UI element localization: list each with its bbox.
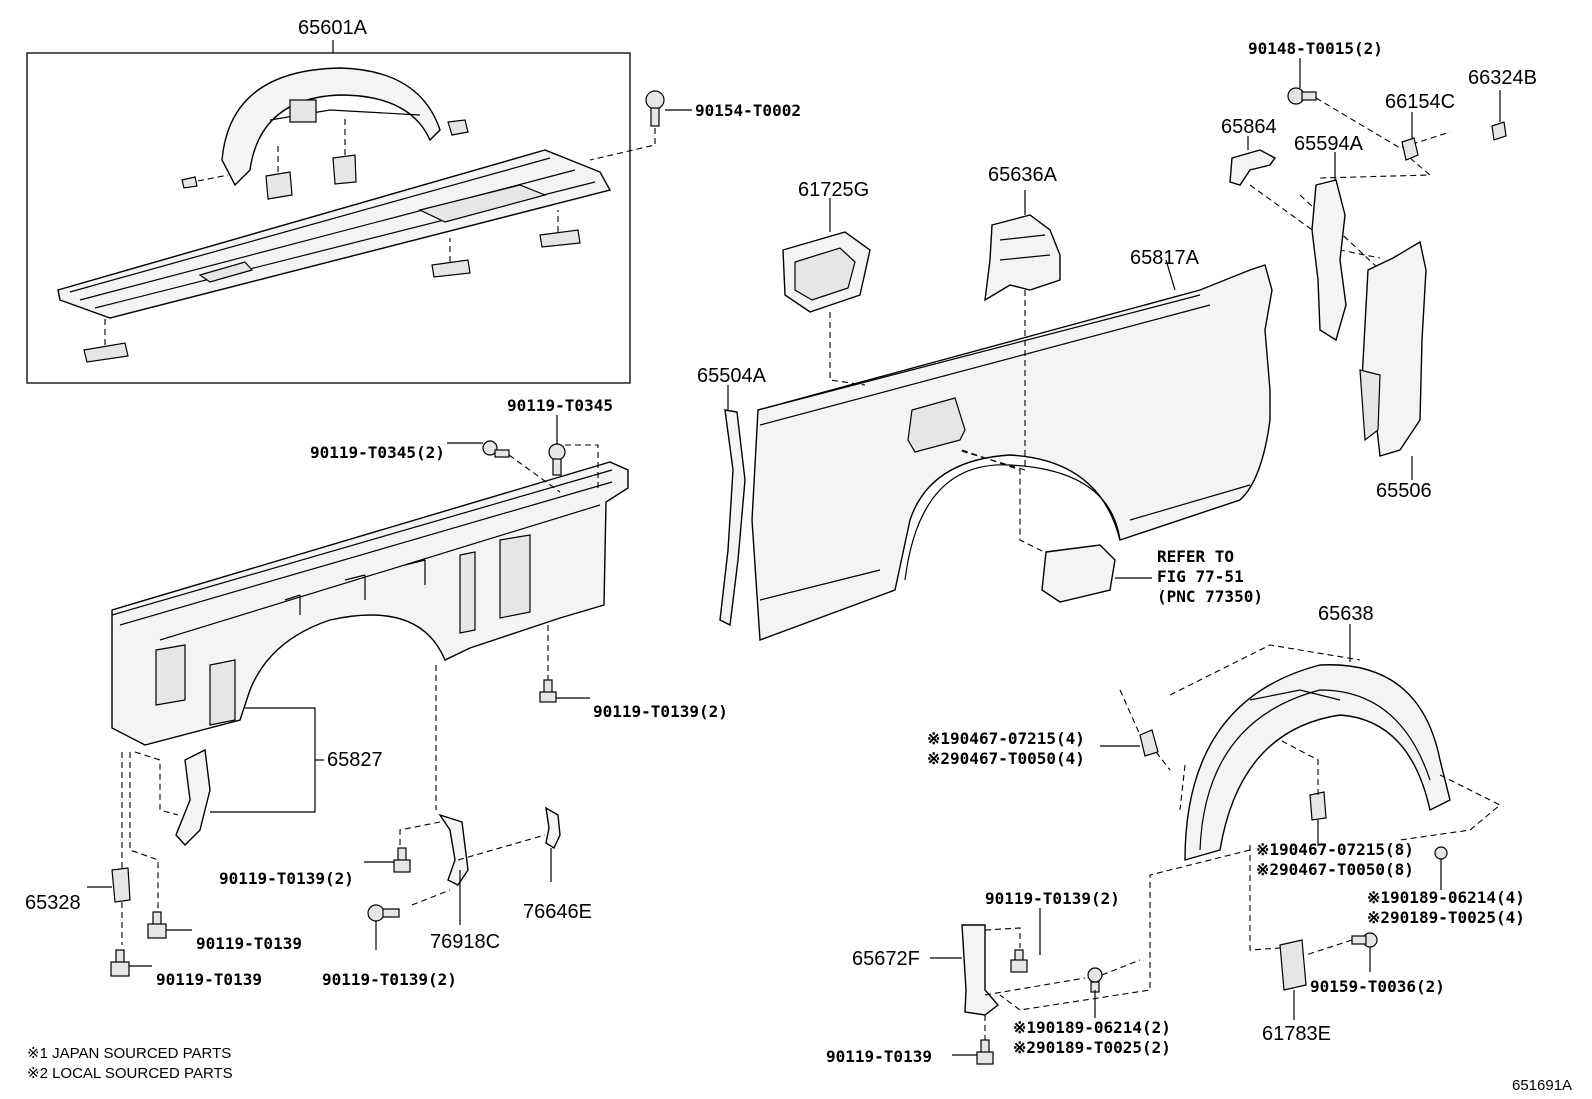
label-90189-06214-4: ※190189-06214(4)	[1367, 888, 1525, 907]
label-90119-T0139-2-c: 90119-T0139(2)	[322, 970, 457, 989]
clip-66154C	[1401, 137, 1419, 161]
label-90467-07215-4: ※190467-07215(4)	[927, 729, 1085, 748]
label-refer-line2: FIG 77-51	[1157, 567, 1244, 586]
bed-floor-panel	[57, 149, 612, 319]
bracket-65827	[175, 748, 211, 847]
assembly-box-65601A	[26, 52, 631, 384]
strip-65504A	[719, 409, 746, 627]
clip-90467-a	[1139, 729, 1159, 757]
bracket-61783E	[1279, 939, 1307, 991]
label-refer-line1: REFER TO	[1157, 547, 1234, 566]
label-refer-line3: (PNC 77350)	[1157, 587, 1263, 606]
label-65827: 65827	[327, 749, 383, 771]
note-local-sourced: ※2 LOCAL SOURCED PARTS	[27, 1065, 233, 1082]
label-90148-T0015-2: 90148-T0015(2)	[1248, 39, 1383, 58]
fuel-door-ring-61725G	[782, 231, 871, 313]
outer-side-panel-65817A	[751, 264, 1273, 641]
label-90119-T0139-c: 90119-T0139	[826, 1047, 932, 1066]
label-90189-06214-2: ※190189-06214(2)	[1013, 1018, 1171, 1037]
bolt-90154-T0002	[645, 90, 665, 127]
bracket-76918C	[438, 813, 469, 886]
label-65594A: 65594A	[1294, 133, 1364, 155]
clip-66324B	[1491, 121, 1507, 141]
bracket-65328	[111, 867, 131, 903]
screw-90148-T0015	[1287, 87, 1317, 105]
label-61783E: 61783E	[1262, 1023, 1331, 1045]
label-90119-T0139-a: 90119-T0139	[196, 934, 302, 953]
pillar-65506	[1359, 240, 1427, 457]
screw-90189-b	[1087, 967, 1103, 993]
bracket-65636A	[984, 214, 1061, 302]
screw-90159-T0036	[1351, 932, 1378, 948]
label-65504A: 65504A	[697, 365, 767, 387]
label-61725G: 61725G	[798, 179, 869, 201]
label-65638: 65638	[1318, 603, 1374, 625]
label-76918C: 76918C	[430, 931, 500, 953]
bracket-76646E	[545, 806, 561, 850]
clip-90467-b	[1309, 791, 1327, 821]
label-65817A: 65817A	[1130, 247, 1200, 269]
label-65601A: 65601A	[298, 17, 368, 39]
label-65328: 65328	[25, 892, 81, 914]
label-90159-T0036-2: 90159-T0036(2)	[1310, 977, 1445, 996]
label-90467-T0050-8: ※290467-T0050(8)	[1256, 860, 1414, 879]
bolt-90119-T0139-2-c	[393, 847, 411, 873]
note-japan-sourced: ※1 JAPAN SOURCED PARTS	[27, 1045, 231, 1062]
fuel-door-lid	[1041, 544, 1116, 603]
diagram-id: 651691A	[1512, 1077, 1572, 1094]
screw-90189-a	[1434, 846, 1448, 860]
label-90119-T0345: 90119-T0345	[507, 396, 613, 415]
bolt-90119-T0139-a	[147, 911, 167, 939]
label-65506: 65506	[1376, 480, 1432, 502]
wheel-house-inner	[221, 67, 469, 187]
bolt-90119-T0139-2-mid	[539, 679, 557, 703]
floor-clips	[83, 154, 581, 363]
bracket-65864	[1229, 149, 1277, 186]
label-90467-T0050-4: ※290467-T0050(4)	[927, 749, 1085, 768]
label-65864: 65864	[1221, 116, 1277, 138]
label-90154-T0002: 90154-T0002	[695, 101, 801, 120]
label-90119-T0345-2: 90119-T0345(2)	[310, 443, 445, 462]
label-90119-T0139-2-a: 90119-T0139(2)	[593, 702, 728, 721]
wheel-liner-65638	[1184, 664, 1451, 861]
label-90189-T0025-4: ※290189-T0025(4)	[1367, 908, 1525, 927]
label-65672F: 65672F	[852, 948, 920, 970]
label-90119-T0139-2-d: 90119-T0139(2)	[985, 889, 1120, 908]
label-66154C: 66154C	[1385, 91, 1455, 113]
label-90119-T0139-b: 90119-T0139	[156, 970, 262, 989]
bolt-90119-T0345-b	[548, 443, 566, 476]
bolt-90119-T0345-a	[482, 440, 510, 458]
label-90119-T0139-2-b: 90119-T0139(2)	[219, 869, 354, 888]
side-panel-inner	[111, 461, 629, 746]
bolt-90119-T0139-f	[976, 1039, 994, 1065]
bolt-90119-T0139-b	[110, 949, 130, 977]
label-65636A: 65636A	[988, 164, 1058, 186]
label-76646E: 76646E	[523, 901, 592, 923]
bolt-90119-T0139-2-e	[1010, 949, 1028, 973]
bolt-90119-T0139-2-d	[367, 904, 400, 922]
label-90189-T0025-2: ※290189-T0025(2)	[1013, 1038, 1171, 1057]
bracket-65594A	[1311, 179, 1347, 342]
label-90467-07215-8: ※190467-07215(8)	[1256, 840, 1414, 859]
bracket-65672F	[961, 924, 1000, 1016]
label-66324B: 66324B	[1468, 67, 1537, 89]
